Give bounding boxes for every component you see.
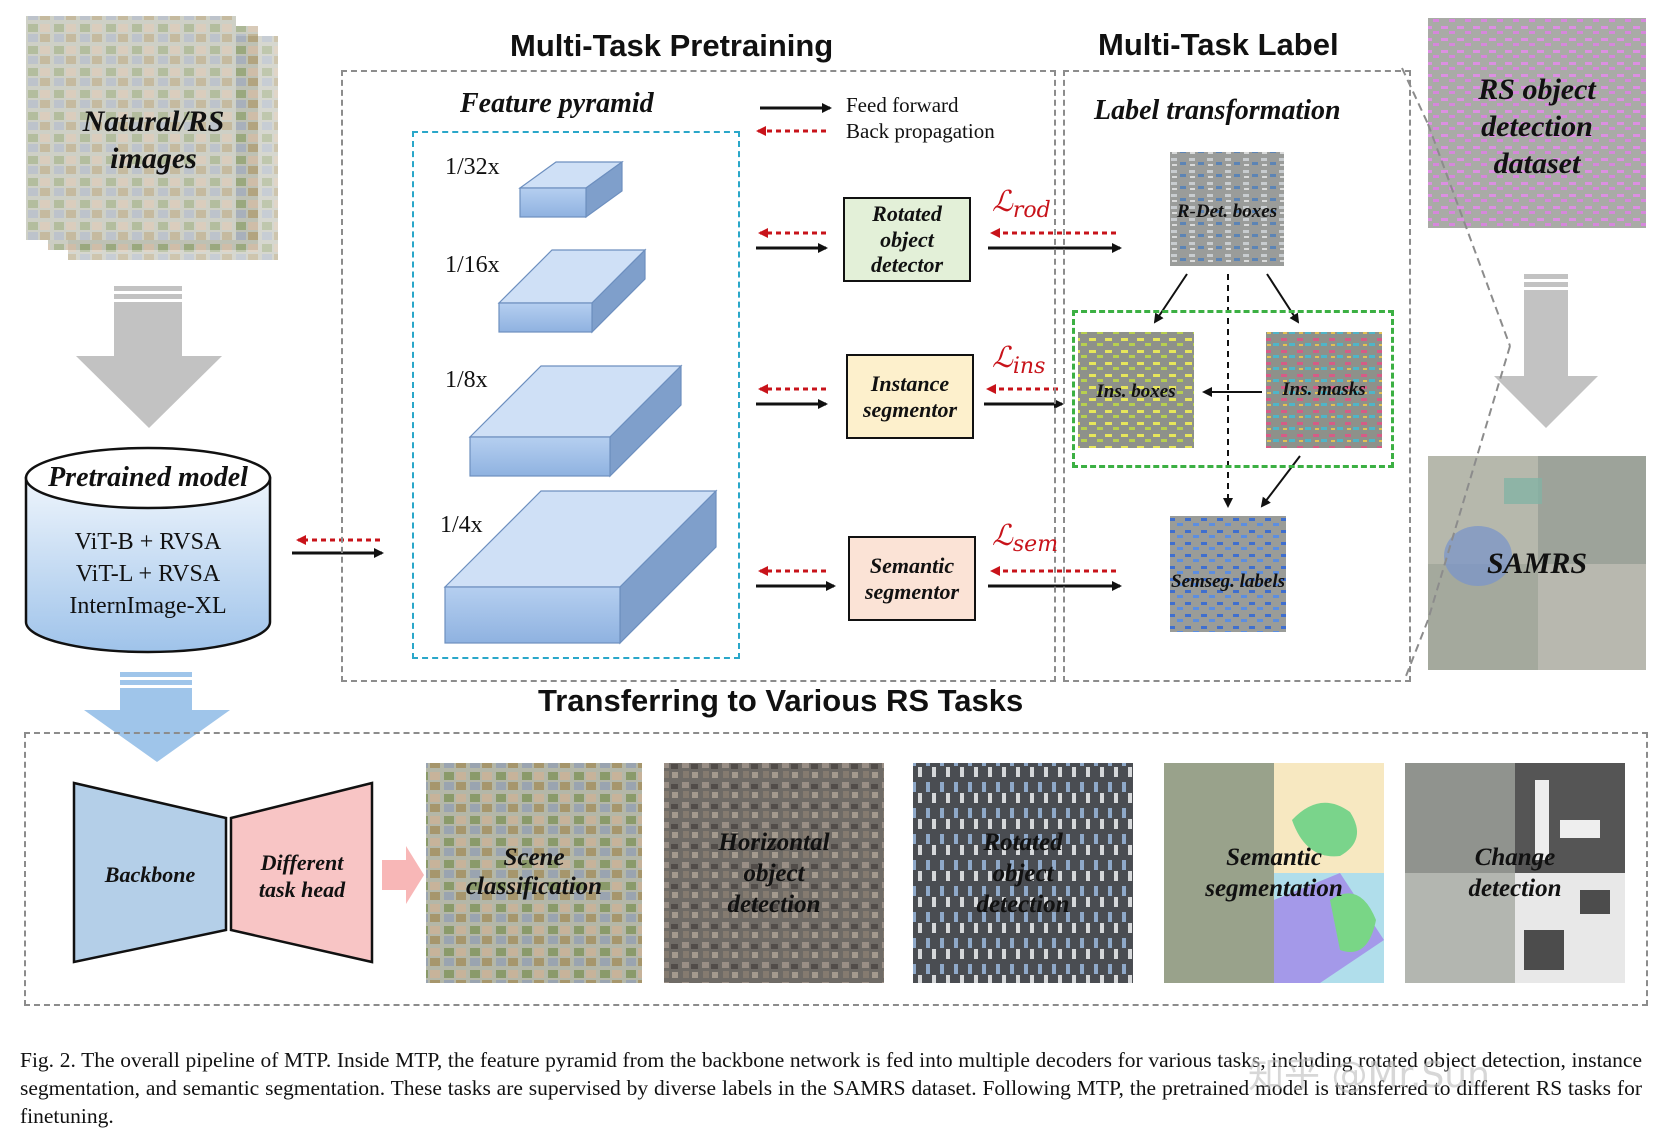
- lightblue-down-arrow: [84, 672, 230, 762]
- grey-down-arrow-left: [76, 286, 222, 428]
- pyramid-level-label: 1/8x: [445, 367, 488, 393]
- transfer-frame: [24, 732, 1648, 1006]
- model-item: ViT-B + RVSA: [74, 529, 222, 555]
- transfer-title: Transferring to Various RS Tasks: [538, 683, 1024, 718]
- rotated-detector-box: Rotated object detector: [843, 197, 971, 282]
- pyramid-level-label: 1/16x: [445, 252, 500, 278]
- loss-symbol: ℒ: [992, 184, 1013, 218]
- pyramid-cube-8: [468, 364, 683, 478]
- ins-masks-label: Ins. masks: [1282, 379, 1366, 400]
- dataset-connector-lines: [1401, 67, 1511, 677]
- task-label: Change detection: [1468, 844, 1562, 902]
- feature-pyramid-frame: [412, 131, 740, 659]
- label-title: Multi-Task Label: [1098, 27, 1339, 62]
- pyramid-level-label: 1/4x: [440, 512, 483, 538]
- task-change-detection: Change detection: [1405, 763, 1625, 983]
- loss-rod: ℒrod: [992, 184, 1051, 223]
- loss-symbol: ℒ: [992, 518, 1013, 552]
- pretrained-model-cylinder: [24, 446, 272, 654]
- semseg-labels-label: Semseg. labels: [1171, 571, 1285, 592]
- legend-forward-label: Feed forward: [846, 93, 959, 117]
- pyramid-level-label: 1/32x: [445, 154, 500, 180]
- backbone-shape: [72, 781, 228, 964]
- task-label: Rotated object detection: [976, 828, 1070, 918]
- pretraining-frame: [341, 70, 1056, 682]
- pyramid-cube-32: [518, 160, 624, 219]
- task-head-label: Different task head: [258, 850, 346, 902]
- loss-subscript: ins: [1012, 354, 1046, 379]
- natural-rs-image-stack: [26, 16, 278, 260]
- ins-boxes-image: [1078, 332, 1194, 448]
- label-frame: [1063, 70, 1411, 682]
- samrs-label: SAMRS: [1486, 547, 1588, 580]
- task-horizontal-detection: Horizontal object detection: [664, 763, 884, 983]
- instance-label-frame: [1072, 310, 1394, 468]
- task-label: Scene classification: [465, 844, 603, 900]
- task-head-shape: [229, 781, 374, 964]
- head-arrows-left: [756, 228, 836, 591]
- task-semantic-segmentation: Semantic segmentation: [1164, 763, 1384, 983]
- change-detection-image: [1405, 763, 1625, 983]
- pink-right-arrow: [382, 846, 424, 904]
- horizontal-detection-image: [664, 763, 884, 983]
- loss-symbol: ℒ: [992, 340, 1013, 374]
- model-item: ViT-L + RVSA: [75, 561, 221, 587]
- scene-classification-image: [426, 763, 642, 983]
- cylinder-pyramid-arrows: [292, 535, 384, 558]
- rdet-boxes-label: R-Det. boxes: [1176, 201, 1278, 222]
- task-label: Semantic segmentation: [1205, 844, 1343, 902]
- semseg-image: [1170, 516, 1286, 632]
- semantic-segmentor-box: Semantic segmentor: [848, 536, 976, 621]
- backbone-label: Backbone: [104, 862, 196, 887]
- pretraining-title: Multi-Task Pretraining: [510, 28, 834, 63]
- grey-down-arrow-right: [1494, 274, 1598, 428]
- legend-backward-label: Back propagation: [846, 119, 995, 143]
- instance-segmentor-box: Instance segmentor: [846, 354, 974, 439]
- model-item: InternImage-XL: [69, 593, 227, 619]
- natural-rs-label: Natural/RS images: [82, 105, 225, 175]
- loss-subscript: rod: [1012, 198, 1051, 223]
- ins-masks-image: [1266, 332, 1382, 448]
- rs-dataset-image: [1428, 18, 1646, 228]
- task-label: Horizontal object detection: [718, 828, 830, 918]
- label-transformation-title: Label transformation: [1094, 95, 1341, 126]
- rs-dataset-label: RS object detection dataset: [1478, 72, 1596, 180]
- rdet-image: [1170, 152, 1284, 266]
- feature-pyramid-title: Feature pyramid: [460, 88, 654, 119]
- ins-boxes-label: Ins. boxes: [1096, 381, 1176, 402]
- watermark: 知乎 @Mr.Sun: [1248, 1055, 1490, 1096]
- samrs-image: [1428, 456, 1646, 670]
- loss-ins: ℒins: [992, 340, 1045, 379]
- loss-sem: ℒsem: [992, 518, 1058, 557]
- pyramid-cube-4: [443, 489, 718, 645]
- figure-caption: Fig. 2. The overall pipeline of MTP. Ins…: [20, 1048, 1642, 1128]
- pretrained-model-title: Pretrained model: [48, 462, 248, 493]
- task-rotated-detection: Rotated object detection: [913, 763, 1133, 983]
- semantic-segmentation-image: [1164, 763, 1384, 983]
- task-scene-classification: Scene classification: [426, 763, 642, 983]
- pyramid-cube-16: [497, 248, 647, 334]
- pretrained-model-list: ViT-B + RVSA ViT-L + RVSA InternImage-XL: [26, 526, 270, 622]
- rotated-detection-image: [913, 763, 1133, 983]
- loss-subscript: sem: [1012, 532, 1059, 557]
